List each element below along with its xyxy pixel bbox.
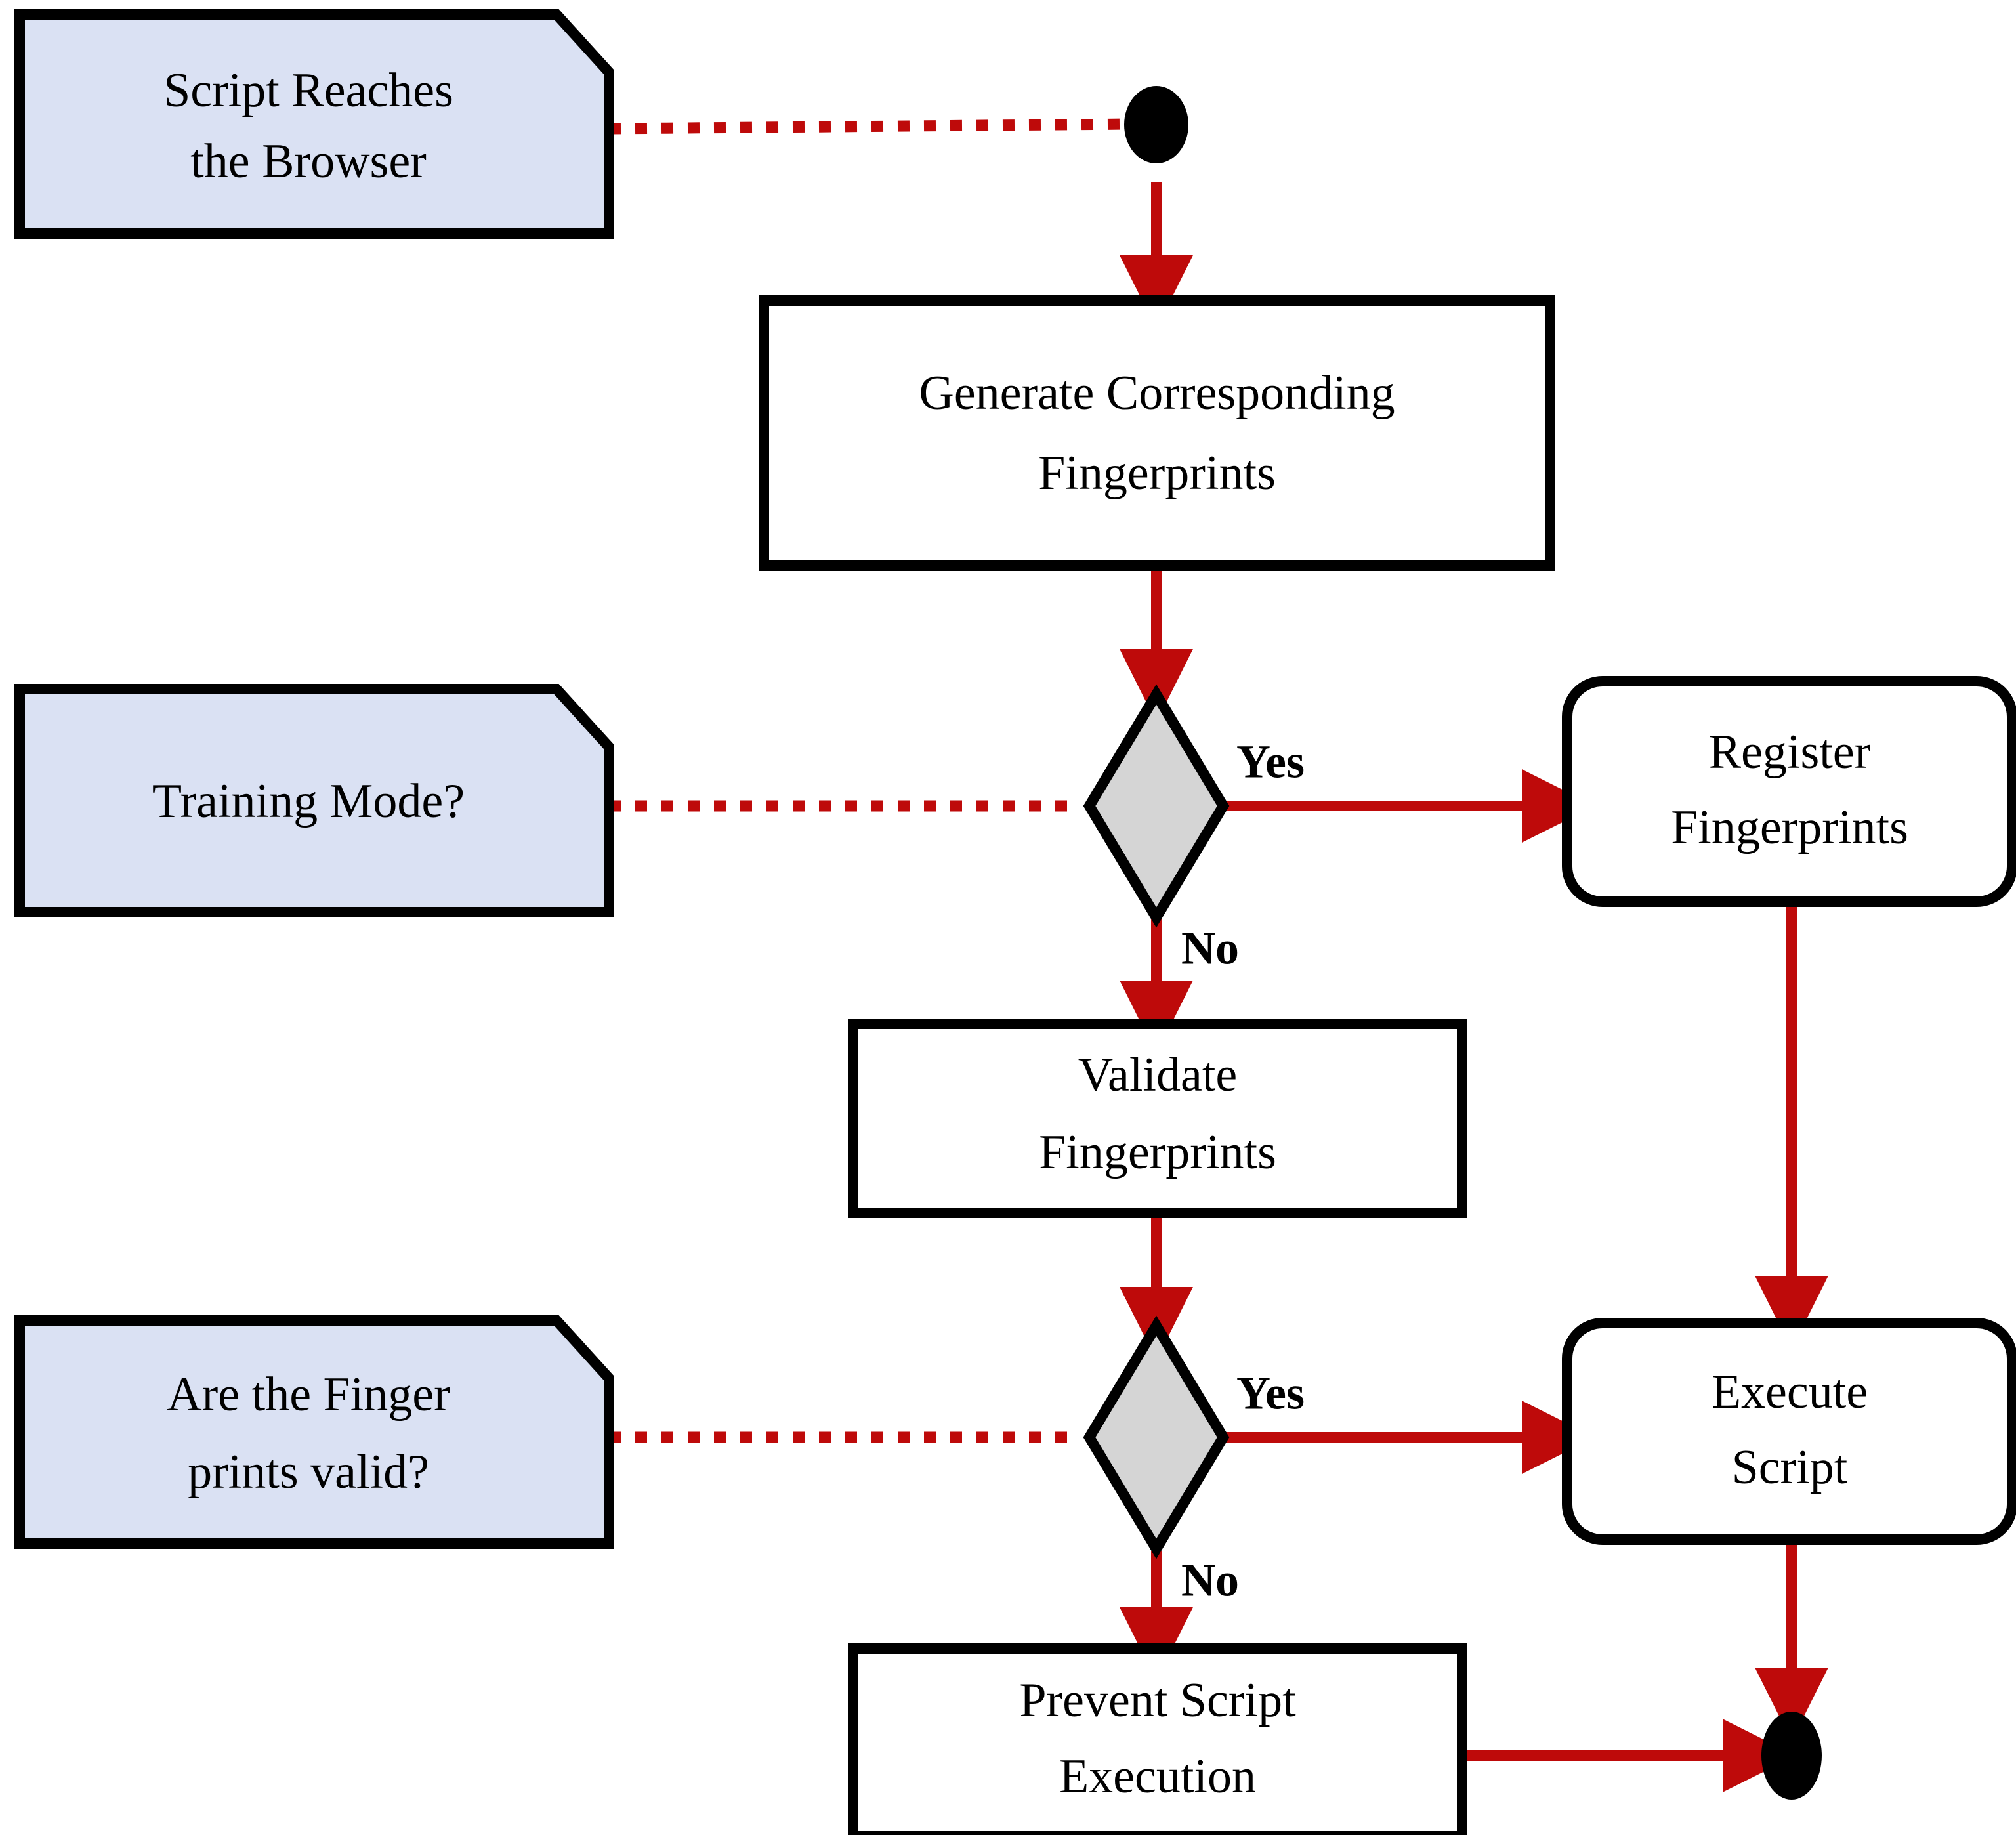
note-shape-outline xyxy=(14,1315,614,1549)
decision-diamond xyxy=(1083,684,1230,928)
branch-label-training-no: No xyxy=(1181,922,1239,975)
action-generate-box xyxy=(759,295,1555,571)
action-register-line1: Register xyxy=(1709,725,1871,779)
action-execute-line2: Script xyxy=(1732,1441,1848,1494)
branch-label-valid-no: No xyxy=(1181,1554,1239,1607)
branch-label-training-yes: Yes xyxy=(1236,736,1305,788)
action-register-box xyxy=(1562,676,2016,907)
note-training-line1: Training Mode? xyxy=(152,774,465,828)
note-valid-line1: Are the Finger xyxy=(167,1368,450,1422)
end-node-icon[interactable] xyxy=(1761,1712,1822,1800)
action-execute-box xyxy=(1562,1318,2016,1545)
branch-label-valid-yes: Yes xyxy=(1236,1367,1305,1420)
action-generate-fingerprints[interactable]: Generate Corresponding Fingerprints xyxy=(759,295,1555,571)
action-register-line2: Fingerprints xyxy=(1671,801,1908,854)
note-are-fingerprints-valid[interactable]: Are the Finger prints valid? xyxy=(14,1315,614,1549)
action-register-fingerprints[interactable]: Register Fingerprints xyxy=(1562,676,2016,907)
note-shape-outline xyxy=(14,684,614,917)
start-node-icon[interactable] xyxy=(1124,86,1188,163)
action-prevent-line1: Prevent Script xyxy=(1019,1674,1296,1727)
action-prevent-script-execution[interactable]: Prevent Script Execution xyxy=(848,1643,1467,1835)
action-generate-line2: Fingerprints xyxy=(1038,446,1276,500)
note-script-reaches-browser[interactable]: Script Reaches the Browser xyxy=(14,9,614,239)
edge-note-script-to-start xyxy=(608,118,1133,135)
action-validate-line1: Validate xyxy=(1078,1048,1237,1102)
action-validate-fingerprints[interactable]: Validate Fingerprints xyxy=(848,1019,1467,1218)
note-script-line2: the Browser xyxy=(190,135,427,188)
action-generate-line1: Generate Corresponding xyxy=(919,366,1395,420)
note-training-mode[interactable]: Training Mode? xyxy=(14,684,614,917)
action-prevent-line2: Execution xyxy=(1059,1750,1256,1803)
note-shape-outline xyxy=(14,9,614,239)
decision-fingerprints-valid[interactable] xyxy=(1083,1315,1230,1559)
action-validate-line2: Fingerprints xyxy=(1039,1126,1276,1179)
decision-diamond xyxy=(1083,1315,1230,1559)
note-script-line1: Script Reaches xyxy=(163,64,453,117)
action-execute-script[interactable]: Execute Script xyxy=(1562,1318,2016,1545)
action-validate-box xyxy=(848,1019,1467,1218)
action-execute-line1: Execute xyxy=(1712,1365,1868,1419)
action-prevent-box xyxy=(848,1643,1467,1835)
decision-training-mode[interactable] xyxy=(1083,684,1230,928)
note-valid-line2: prints valid? xyxy=(188,1445,429,1499)
